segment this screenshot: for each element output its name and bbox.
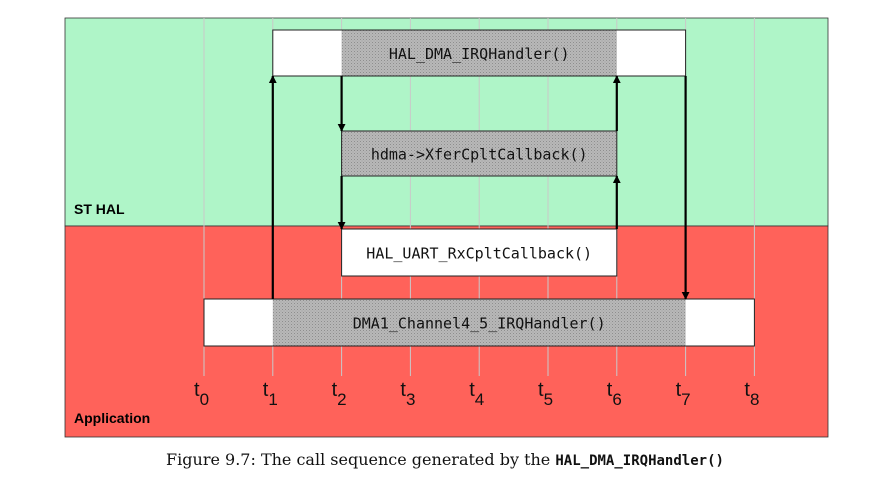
box-border: [341, 130, 618, 177]
tick-labels: t0 t1 t2 t3 t4 t5 t6 t7 t8: [194, 379, 759, 409]
function-label: DMA1_Channel4_5_IRQHandler(): [353, 315, 606, 333]
tick-label-t3: t3: [400, 379, 415, 409]
caption-text: Figure 9.7: The call sequence generated …: [166, 450, 556, 469]
tick-label-t5: t5: [538, 379, 553, 409]
caption-code: HAL_DMA_IRQHandler(): [555, 453, 724, 469]
tick-label-t8: t8: [744, 379, 759, 409]
call-sequence-diagram: HAL_DMA_IRQHandler() hdma->XferCpltCallba…: [64, 17, 829, 438]
function-label: hdma->XferCpltCallback(): [371, 146, 588, 164]
box-frame: [341, 229, 617, 276]
active-segment: [341, 131, 617, 176]
tick-label-t6: t6: [607, 379, 622, 409]
function-label: HAL_DMA_IRQHandler(): [389, 45, 570, 63]
call-arrows: [268, 75, 690, 300]
active-segment: [272, 299, 686, 346]
function-boxes: HAL_DMA_IRQHandler() hdma->XferCpltCallba…: [203, 29, 755, 347]
tick-label-t1: t1: [263, 379, 278, 409]
function-label: HAL_UART_RxCpltCallback(): [366, 245, 592, 263]
tick-label-t0: t0: [194, 379, 209, 409]
active-segment: [341, 30, 617, 76]
tick-label-t4: t4: [469, 379, 484, 409]
box-border: [341, 228, 618, 277]
application-label: Application: [74, 410, 150, 426]
function-box-hal-dma-irq: HAL_DMA_IRQHandler(): [272, 29, 687, 77]
st-hal-label: ST HAL: [74, 201, 125, 217]
tick-label-t7: t7: [676, 379, 691, 409]
figure-caption: Figure 9.7: The call sequence generated …: [0, 450, 890, 469]
box-border: [203, 298, 755, 347]
function-box-xfer-cplt: hdma->XferCpltCallback(): [341, 130, 618, 177]
box-border: [272, 29, 687, 77]
function-box-uart-rx-cplt: HAL_UART_RxCpltCallback(): [341, 228, 618, 277]
function-box-dma1-ch45-irq: DMA1_Channel4_5_IRQHandler(): [203, 298, 755, 347]
tick-label-t2: t2: [332, 379, 347, 409]
